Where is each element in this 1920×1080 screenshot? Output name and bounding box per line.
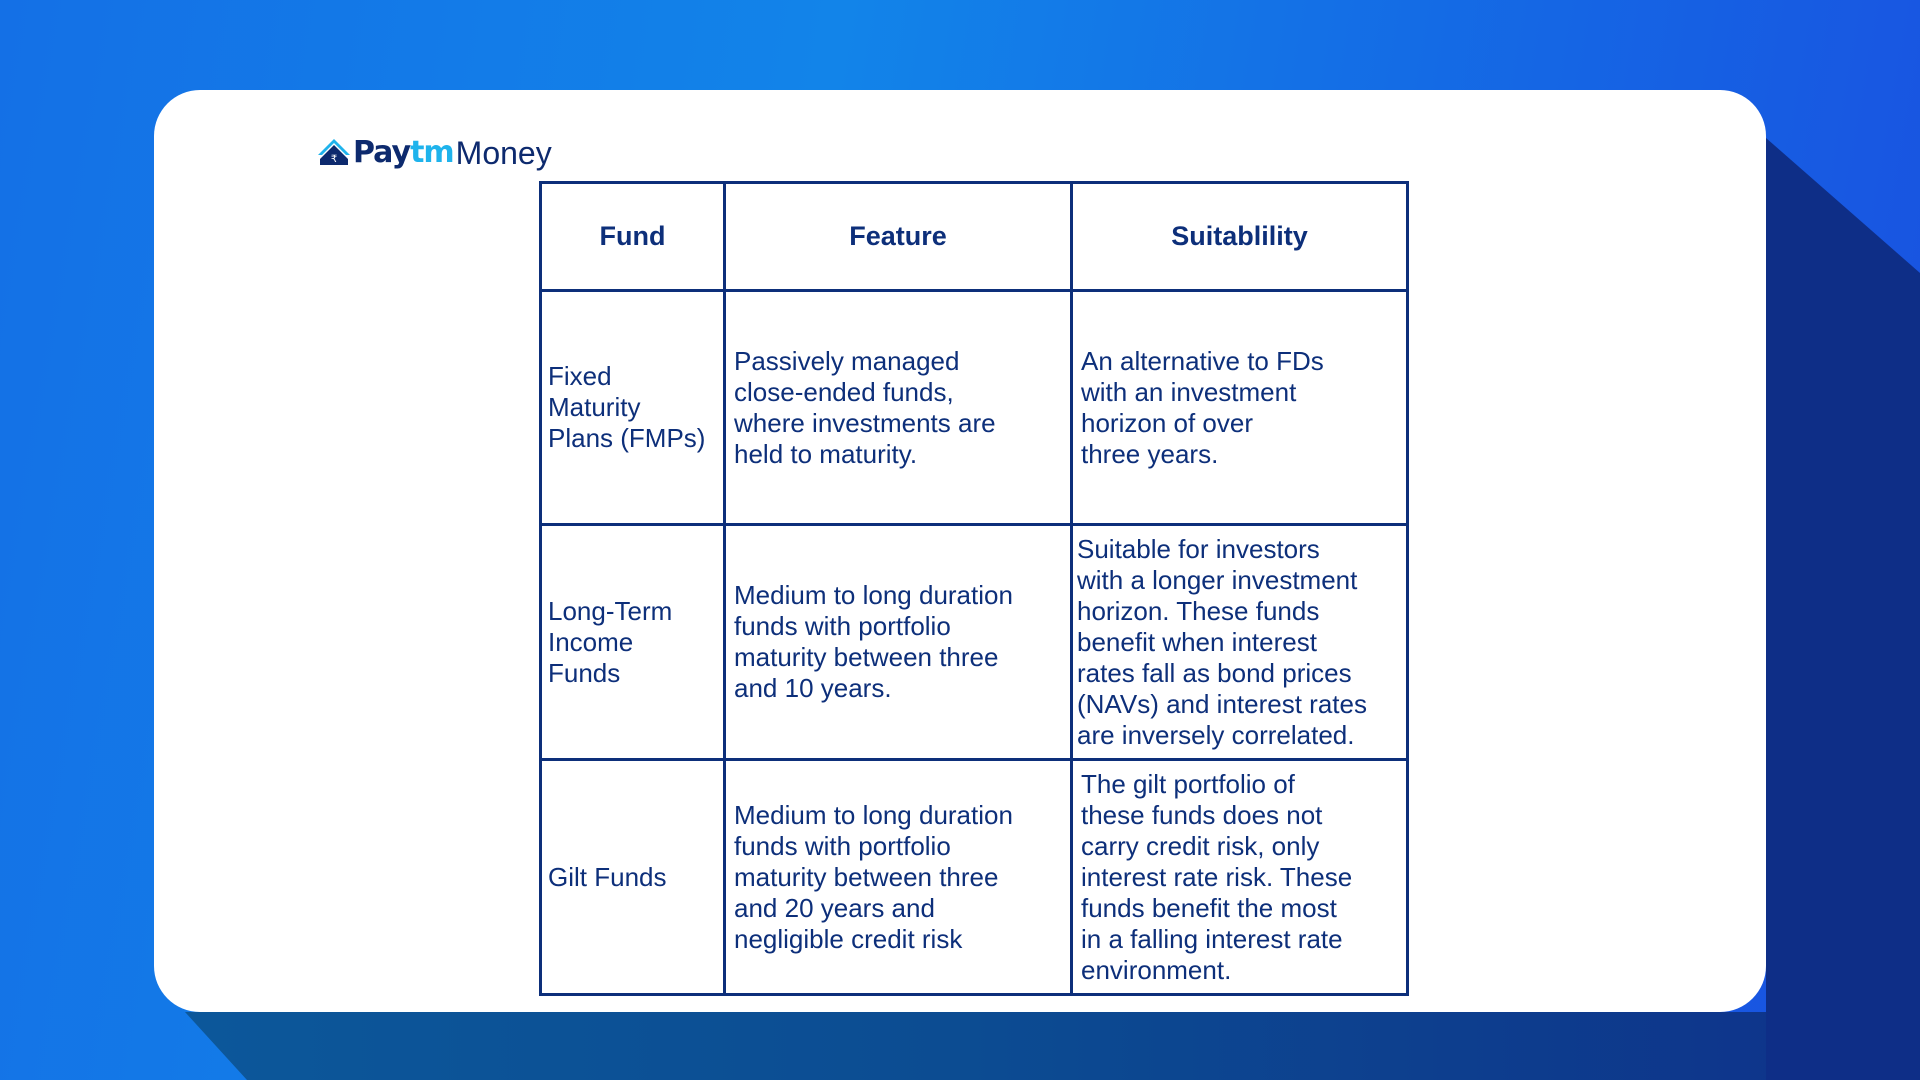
logo-text-tm: tm [410, 135, 455, 170]
fund-comparison-table-container: Fund Feature Suitablility Fixed Maturity… [539, 181, 1409, 996]
svg-text:₹: ₹ [331, 154, 337, 165]
header-feature: Feature [723, 181, 1073, 292]
fund-comparison-table: Fund Feature Suitablility Fixed Maturity… [539, 181, 1409, 996]
cell-feature: Passively managed close-ended funds, whe… [723, 289, 1073, 526]
paytm-money-logo: ₹ Pay tm Money [318, 134, 552, 171]
header-suitability: Suitablility [1070, 181, 1409, 292]
cell-suitability: An alternative to FDs with an investment… [1070, 289, 1409, 526]
suitability-text: The gilt portfolio of these funds does n… [1081, 768, 1353, 985]
cell-fund: Gilt Funds [539, 758, 726, 996]
table-row: Long-Term Income Funds Medium to long du… [539, 523, 1409, 761]
background-shadow-bottom [185, 1012, 1920, 1080]
fund-name: Fixed Maturity Plans (FMPs) [548, 361, 706, 453]
feature-text: Medium to long duration funds with portf… [734, 580, 1013, 703]
feature-text: Medium to long duration funds with portf… [734, 799, 1013, 954]
suitability-text: An alternative to FDs with an investment… [1081, 345, 1324, 469]
header-fund: Fund [539, 181, 726, 292]
table-row: Gilt Funds Medium to long duration funds… [539, 758, 1409, 996]
logo-text-pay: Pay [353, 135, 411, 170]
cell-feature: Medium to long duration funds with portf… [723, 758, 1073, 996]
cell-fund: Fixed Maturity Plans (FMPs) [539, 289, 726, 526]
table-row: Fixed Maturity Plans (FMPs) Passively ma… [539, 289, 1409, 526]
cell-suitability: Suitable for investors with a longer inv… [1070, 523, 1409, 761]
cell-feature: Medium to long duration funds with portf… [723, 523, 1073, 761]
cell-fund: Long-Term Income Funds [539, 523, 726, 761]
cell-suitability: The gilt portfolio of these funds does n… [1070, 758, 1409, 996]
rupee-house-icon: ₹ [318, 139, 350, 165]
logo-text-money: Money [455, 135, 552, 171]
fund-name: Gilt Funds [548, 861, 667, 892]
fund-name: Long-Term Income Funds [548, 595, 673, 688]
feature-text: Passively managed close-ended funds, whe… [734, 345, 996, 469]
background-shadow-right [1766, 138, 1920, 1080]
suitability-text: Suitable for investors with a longer inv… [1077, 533, 1367, 750]
table-header-row: Fund Feature Suitablility [539, 181, 1409, 292]
